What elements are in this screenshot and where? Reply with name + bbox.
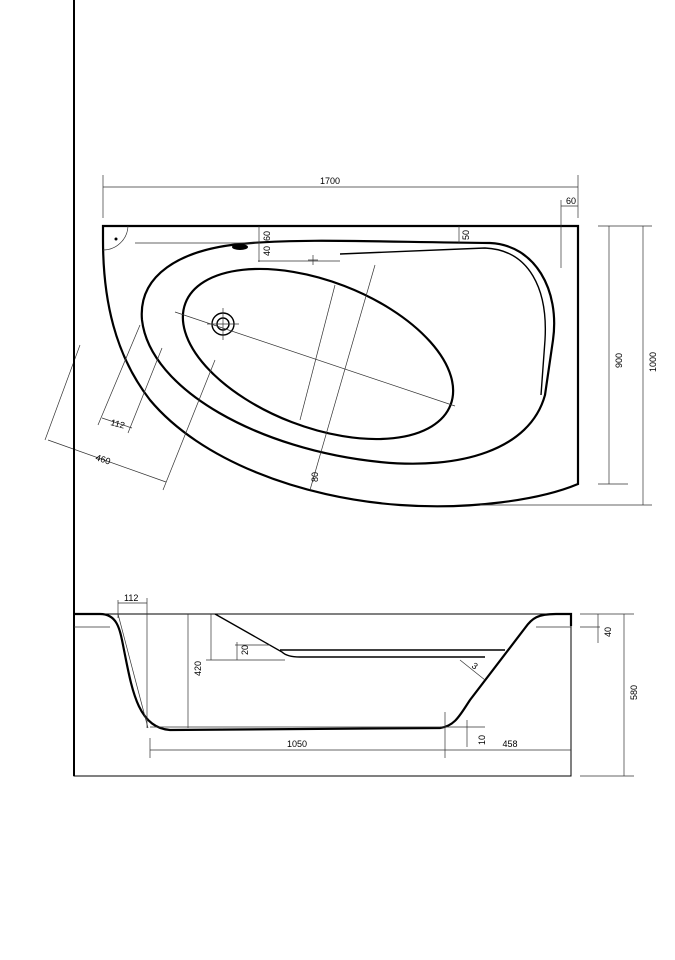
tub-profile [74, 612, 573, 732]
rim-inner-line [339, 247, 547, 396]
dim-rim-offset: 112 [124, 593, 138, 603]
dim-inner-depth: 420 [193, 661, 203, 676]
dim-rim-60: 60 [262, 231, 272, 241]
dim-angle: 3 [470, 660, 480, 671]
dim-rim-50: 50 [461, 230, 471, 240]
dim-drain-distance: 460 [94, 452, 111, 466]
side-view: 112 20 420 3 10 1050 458 40 580 [73, 0, 639, 777]
side-outer-box [73, 613, 572, 777]
top-view: 1700 60 60 40 50 80 900 1000 112 460 [44, 175, 658, 508]
dim-depth-1000: 1000 [648, 352, 658, 372]
dim-seat-height: 20 [240, 645, 250, 655]
dim-right-rim: 60 [566, 196, 576, 206]
corner-arc [102, 225, 129, 251]
dim-rim-thickness: 40 [603, 627, 613, 637]
dim-bottom-step: 10 [477, 735, 487, 745]
dim-total-height: 580 [629, 685, 639, 700]
drain-icon [207, 308, 239, 340]
dim-drain-offset: 112 [109, 417, 125, 430]
seat-profile [214, 613, 485, 658]
dim-rim-80: 80 [310, 472, 320, 482]
dim-length: 1700 [320, 176, 340, 186]
dim-bottom-length: 1050 [287, 739, 307, 749]
dim-rim-40: 40 [262, 246, 272, 256]
center-mark [308, 255, 318, 265]
basin-outline [181, 267, 455, 441]
dim-depth-900: 900 [614, 353, 624, 368]
overflow-icon [232, 244, 248, 250]
tap-hole [114, 237, 118, 241]
tub-outer-outline [101, 224, 580, 508]
rim-outline [140, 239, 556, 465]
dim-right-length: 458 [502, 739, 517, 749]
